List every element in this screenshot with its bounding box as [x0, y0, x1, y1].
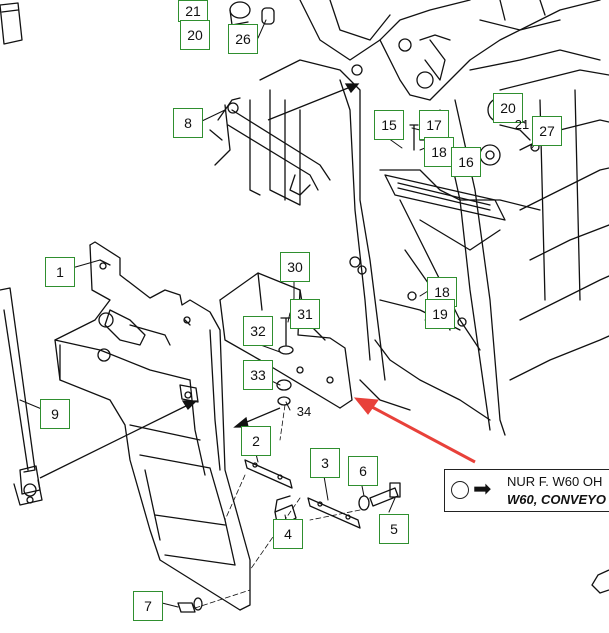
callout-8: 8: [173, 108, 203, 138]
callout-18: 18: [424, 137, 454, 167]
top-left-partial-part: [0, 2, 23, 45]
variant-note-line-1: NUR F. W60 OH: [507, 474, 603, 489]
callout-3: 3: [310, 448, 340, 478]
callout-2: 2: [241, 426, 271, 456]
callout-31: 31: [290, 299, 320, 329]
cover-sheet: [219, 272, 353, 409]
callout-16: 16: [451, 147, 481, 177]
assembly-lines: [194, 404, 361, 609]
callout-6: 6: [348, 456, 378, 486]
callout-27: 27: [532, 116, 562, 146]
callout-1: 1: [45, 257, 75, 287]
callout-26: 26: [228, 24, 258, 54]
slotted-plate: [384, 124, 506, 221]
shaft-part-8: [209, 97, 331, 196]
callout-4: 4: [273, 519, 303, 549]
callout-32: 32: [243, 316, 273, 346]
flat-bar-part-2: [244, 459, 293, 489]
bolt-part-5: [369, 482, 401, 507]
variant-note-box: ➡ NUR F. W60 OH W60, CONVEYO: [444, 469, 609, 512]
nut-part-7: [177, 597, 203, 613]
callout-15: 15: [374, 110, 404, 140]
circle-icon: [451, 481, 469, 499]
callout-17: 17: [419, 110, 449, 140]
callout-30: 30: [280, 252, 310, 282]
machine-frame: [249, 0, 609, 436]
callout-21: 21: [178, 0, 208, 22]
variant-note-line-2: W60, CONVEYO: [507, 492, 606, 507]
callout-7: 7: [133, 591, 163, 621]
highlight-arrow: [353, 397, 476, 464]
callout-20: 20: [180, 20, 210, 50]
callout-34: 34: [296, 403, 312, 419]
callout-19: 19: [425, 299, 455, 329]
cylinder-part-9: [0, 287, 43, 506]
callout-5: 5: [379, 514, 409, 544]
flat-bar-part-3: [307, 497, 361, 529]
bushing-part-26: [229, 1, 275, 26]
callout-9: 9: [40, 399, 70, 429]
arrow-right-icon: ➡: [473, 476, 492, 501]
black-arrows: [39, 83, 360, 479]
washer-part-6: [358, 495, 370, 511]
callout-33: 33: [243, 360, 273, 390]
callout-20-right: 20: [493, 93, 523, 123]
bracket-panel-part-1: [54, 241, 251, 611]
bottom-right-partial-part: [591, 569, 609, 594]
callout-21-right: 21: [514, 116, 530, 132]
